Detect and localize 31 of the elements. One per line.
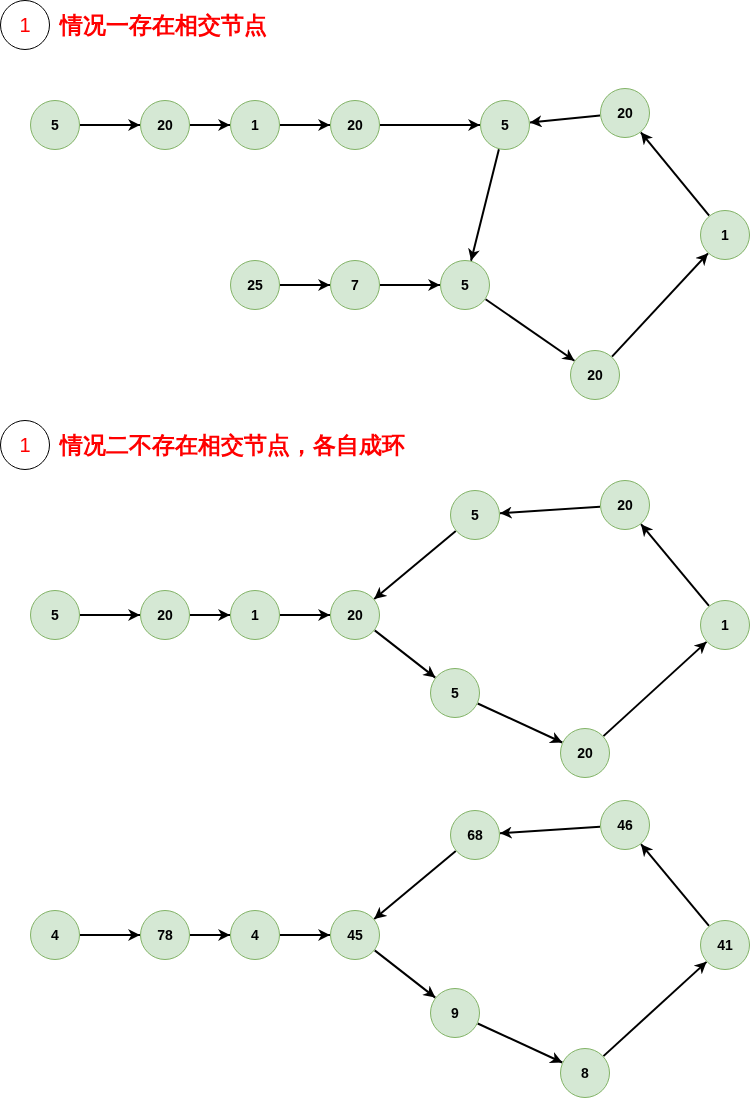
heading-text: 情况一存在相交节点 [60, 11, 267, 39]
heading-text: 情况二不存在相交节点，各自成环 [60, 431, 405, 459]
arrow [373, 949, 437, 999]
arrow [379, 119, 481, 131]
arrow [640, 523, 710, 607]
arrow [373, 850, 457, 920]
arrow [79, 609, 141, 621]
arrow [498, 825, 602, 839]
arrow [640, 843, 710, 927]
arrow [279, 279, 331, 291]
arrow [602, 640, 708, 738]
arrow [468, 148, 500, 262]
arrow [602, 960, 708, 1058]
arrow [476, 702, 564, 744]
arrow [279, 609, 331, 621]
arrow [639, 131, 711, 217]
arrow [189, 929, 231, 941]
arrow [373, 530, 457, 600]
arrow [279, 929, 331, 941]
arrow [379, 279, 441, 291]
arrow [279, 119, 331, 131]
arrow [373, 629, 437, 679]
arrow [498, 505, 602, 519]
arrow [528, 114, 602, 128]
arrow [611, 252, 709, 358]
arrow [476, 1022, 564, 1064]
arrow [79, 929, 141, 941]
arrow [189, 609, 231, 621]
arrow [189, 119, 231, 131]
arrow [484, 298, 576, 362]
arrow [79, 119, 141, 131]
